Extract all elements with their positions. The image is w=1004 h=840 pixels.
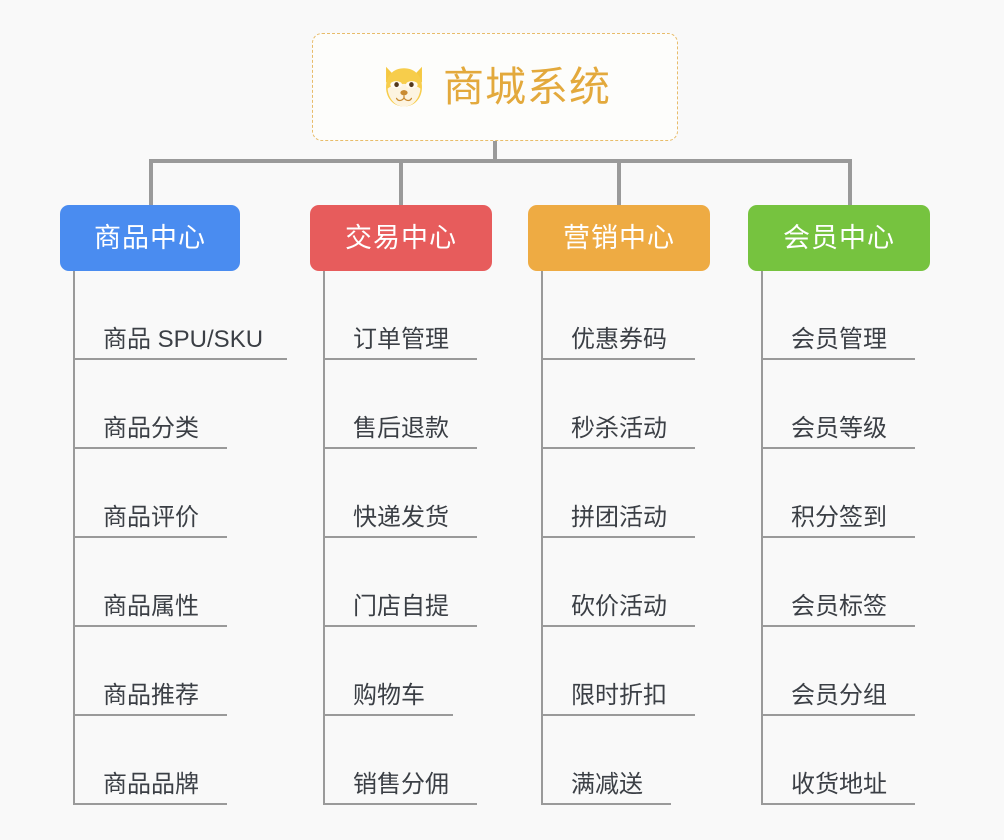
leaf-label: 商品属性 [103, 593, 199, 621]
leaf-label: 商品评价 [103, 504, 199, 532]
leaf-label: 会员管理 [791, 326, 887, 354]
leaf-item[interactable]: 商品 SPU/SKU [75, 271, 287, 360]
leaf-label: 秒杀活动 [571, 415, 667, 443]
leaf-label: 收货地址 [791, 771, 887, 799]
branch-header-3[interactable]: 会员中心 [748, 205, 930, 271]
leaf-label: 限时折扣 [571, 682, 667, 710]
leaf-item[interactable]: 订单管理 [325, 271, 477, 360]
branch-header-label-3: 会员中心 [783, 222, 895, 253]
leaf-label: 商品品牌 [103, 771, 199, 799]
leaf-label: 商品 SPU/SKU [103, 326, 264, 354]
leaf-item[interactable]: 拼团活动 [543, 449, 695, 538]
shiba-dog-face-icon [386, 66, 422, 107]
leaf-item[interactable]: 商品分类 [75, 360, 227, 449]
branch-drop-connector-2 [617, 159, 621, 207]
leaf-item[interactable]: 积分签到 [763, 449, 915, 538]
branch-header-label-0: 商品中心 [94, 222, 206, 253]
branch-column-2: 营销中心 优惠券码 秒杀活动 拼团活动 砍价活动 限时折扣 满减送 [528, 205, 710, 805]
leaf-label: 订单管理 [353, 326, 449, 354]
leaf-label: 会员标签 [791, 593, 887, 621]
leaf-item[interactable]: 会员等级 [763, 360, 915, 449]
leaf-item[interactable]: 商品品牌 [75, 716, 227, 805]
leaf-item[interactable]: 商品推荐 [75, 627, 227, 716]
branch-bus-connector [149, 159, 852, 163]
leaf-label: 会员等级 [791, 415, 887, 443]
branch-leaf-list-0: 商品 SPU/SKU 商品分类 商品评价 商品属性 商品推荐 商品品牌 [73, 271, 287, 805]
branch-header-label-2: 营销中心 [563, 222, 675, 253]
leaf-label: 购物车 [353, 682, 425, 710]
leaf-label: 积分签到 [791, 504, 887, 532]
leaf-label: 门店自提 [353, 593, 449, 621]
leaf-label: 售后退款 [353, 415, 449, 443]
leaf-item[interactable]: 满减送 [543, 716, 671, 805]
leaf-item[interactable]: 购物车 [325, 627, 453, 716]
leaf-item[interactable]: 会员标签 [763, 538, 915, 627]
leaf-item[interactable]: 商品评价 [75, 449, 227, 538]
leaf-label: 快递发货 [353, 504, 449, 532]
branch-column-3: 会员中心 会员管理 会员等级 积分签到 会员标签 会员分组 收货地址 [748, 205, 930, 805]
branch-drop-connector-1 [399, 159, 403, 207]
branch-header-1[interactable]: 交易中心 [310, 205, 492, 271]
leaf-label: 销售分佣 [353, 771, 449, 799]
branch-leaf-list-3: 会员管理 会员等级 积分签到 会员标签 会员分组 收货地址 [761, 271, 915, 805]
root-title: 商城系统 [443, 63, 611, 110]
leaf-item[interactable]: 售后退款 [325, 360, 477, 449]
leaf-label: 拼团活动 [571, 504, 667, 532]
branch-leaf-list-1: 订单管理 售后退款 快递发货 门店自提 购物车 销售分佣 [323, 271, 477, 805]
leaf-item[interactable]: 收货地址 [763, 716, 915, 805]
leaf-label: 商品分类 [103, 415, 199, 443]
branch-header-0[interactable]: 商品中心 [60, 205, 240, 271]
branch-drop-connector-3 [848, 159, 852, 207]
branch-leaf-list-2: 优惠券码 秒杀活动 拼团活动 砍价活动 限时折扣 满减送 [541, 271, 695, 805]
leaf-item[interactable]: 秒杀活动 [543, 360, 695, 449]
leaf-item[interactable]: 会员分组 [763, 627, 915, 716]
leaf-label: 会员分组 [791, 682, 887, 710]
branch-column-0: 商品中心 商品 SPU/SKU 商品分类 商品评价 商品属性 商品推荐 商品品牌 [60, 205, 287, 805]
leaf-item[interactable]: 快递发货 [325, 449, 477, 538]
leaf-item[interactable]: 门店自提 [325, 538, 477, 627]
leaf-item[interactable]: 优惠券码 [543, 271, 695, 360]
leaf-label: 优惠券码 [571, 326, 667, 354]
branch-drop-connector-0 [149, 159, 153, 207]
branch-column-1: 交易中心 订单管理 售后退款 快递发货 门店自提 购物车 销售分佣 [310, 205, 492, 805]
branch-header-2[interactable]: 营销中心 [528, 205, 710, 271]
leaf-item[interactable]: 限时折扣 [543, 627, 695, 716]
leaf-item[interactable]: 会员管理 [763, 271, 915, 360]
leaf-label: 满减送 [571, 771, 643, 799]
branch-header-label-1: 交易中心 [345, 222, 457, 253]
root-trunk-connector [493, 141, 497, 163]
leaf-item[interactable]: 商品属性 [75, 538, 227, 627]
leaf-label: 砍价活动 [571, 593, 667, 621]
leaf-item[interactable]: 销售分佣 [325, 716, 477, 805]
leaf-label: 商品推荐 [103, 682, 199, 710]
root-node[interactable]: 商城系统 [312, 33, 678, 141]
leaf-item[interactable]: 砍价活动 [543, 538, 695, 627]
